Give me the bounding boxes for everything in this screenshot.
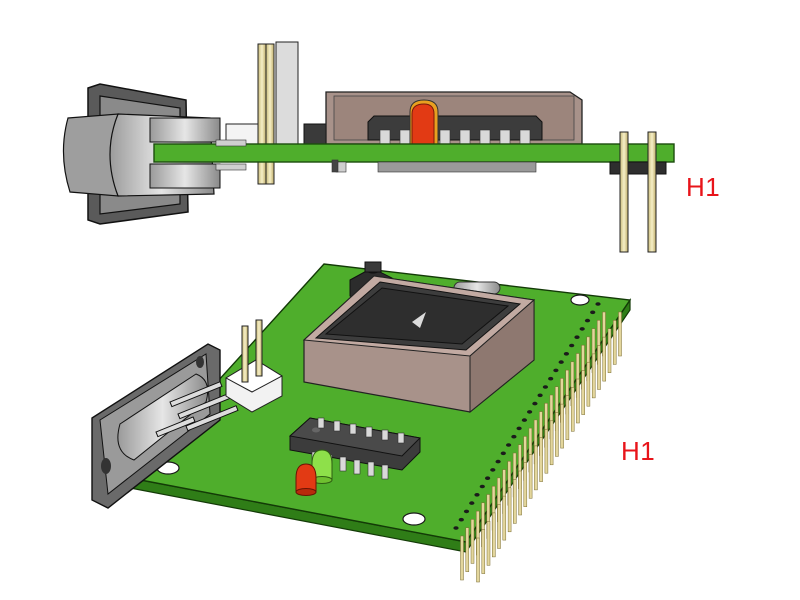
- header-pad: [569, 343, 575, 348]
- header-pad: [527, 410, 533, 414]
- side-view-board: [62, 41, 675, 253]
- header-pin: [481, 529, 486, 574]
- header-pin: [565, 395, 570, 440]
- header-pin: [518, 470, 522, 516]
- header-h1-pads: [453, 302, 601, 530]
- header-pin: [618, 311, 622, 357]
- header-pad: [511, 434, 517, 439]
- header-pad: [516, 426, 522, 431]
- header-pad: [584, 318, 591, 323]
- header-pad: [595, 302, 601, 306]
- jumper-header-side: [225, 41, 327, 185]
- header-pin: [502, 495, 507, 541]
- header-pad: [463, 509, 470, 514]
- header-pad: [563, 352, 570, 356]
- header-pin: [523, 462, 528, 507]
- header-pin: [612, 320, 617, 365]
- header-pin: [607, 328, 612, 373]
- header-pad: [458, 517, 464, 522]
- header-h1-side: [609, 131, 667, 253]
- header-pad: [548, 376, 554, 381]
- header-pin: [476, 537, 480, 583]
- header-pad: [542, 385, 549, 389]
- header-pin: [465, 527, 470, 572]
- header-pin: [492, 512, 496, 558]
- header-pin: [591, 353, 596, 399]
- cpu-socket: [302, 275, 536, 414]
- solder-joints: [215, 139, 537, 173]
- header-pin: [497, 504, 501, 549]
- led-red: [295, 463, 317, 496]
- header-h1-label-top: H1: [686, 172, 721, 202]
- header-pin: [576, 378, 580, 424]
- header-pin: [513, 479, 517, 524]
- header-pad: [500, 451, 506, 456]
- header-h1-label-bottom: H1: [621, 436, 656, 466]
- header-pin: [555, 412, 559, 457]
- header-pin: [602, 336, 606, 382]
- db9-connector: [91, 343, 239, 509]
- dip-chip: [288, 417, 422, 480]
- header-pad: [479, 484, 485, 489]
- header-pad: [537, 393, 543, 398]
- header-pin: [560, 403, 564, 449]
- header-pad: [558, 360, 564, 364]
- header-pad: [453, 526, 459, 530]
- header-pad: [574, 335, 580, 340]
- led-green: [311, 449, 333, 484]
- header-pin: [544, 428, 549, 474]
- header-h1-pins: [460, 311, 622, 583]
- header-pin: [570, 387, 575, 432]
- header-pin: [528, 454, 533, 499]
- iso-view-board: [91, 261, 632, 583]
- header-pin: [486, 521, 491, 566]
- header-pin: [470, 519, 475, 564]
- header-pad: [469, 501, 475, 505]
- header-pin: [549, 420, 554, 466]
- header-pin: [597, 345, 601, 390]
- header-pad: [485, 476, 491, 481]
- header-pad: [532, 401, 538, 406]
- header-pad: [579, 327, 585, 331]
- header-pin: [586, 361, 591, 407]
- header-pad: [553, 368, 559, 373]
- header-pad: [506, 443, 512, 447]
- header-pad: [590, 310, 596, 315]
- header-pin: [507, 487, 512, 533]
- pcb-edge: [153, 143, 675, 163]
- leds-side: [409, 99, 439, 145]
- header-pad: [495, 459, 501, 464]
- header-pin: [460, 535, 464, 581]
- header-pin: [581, 370, 585, 415]
- header-pad: [521, 418, 528, 422]
- header-pad: [490, 468, 496, 472]
- dip-chip-side: [367, 115, 543, 145]
- header-pin: [534, 445, 538, 491]
- header-pad: [474, 493, 480, 497]
- jumper-header: [224, 319, 284, 413]
- header-pin: [539, 437, 543, 482]
